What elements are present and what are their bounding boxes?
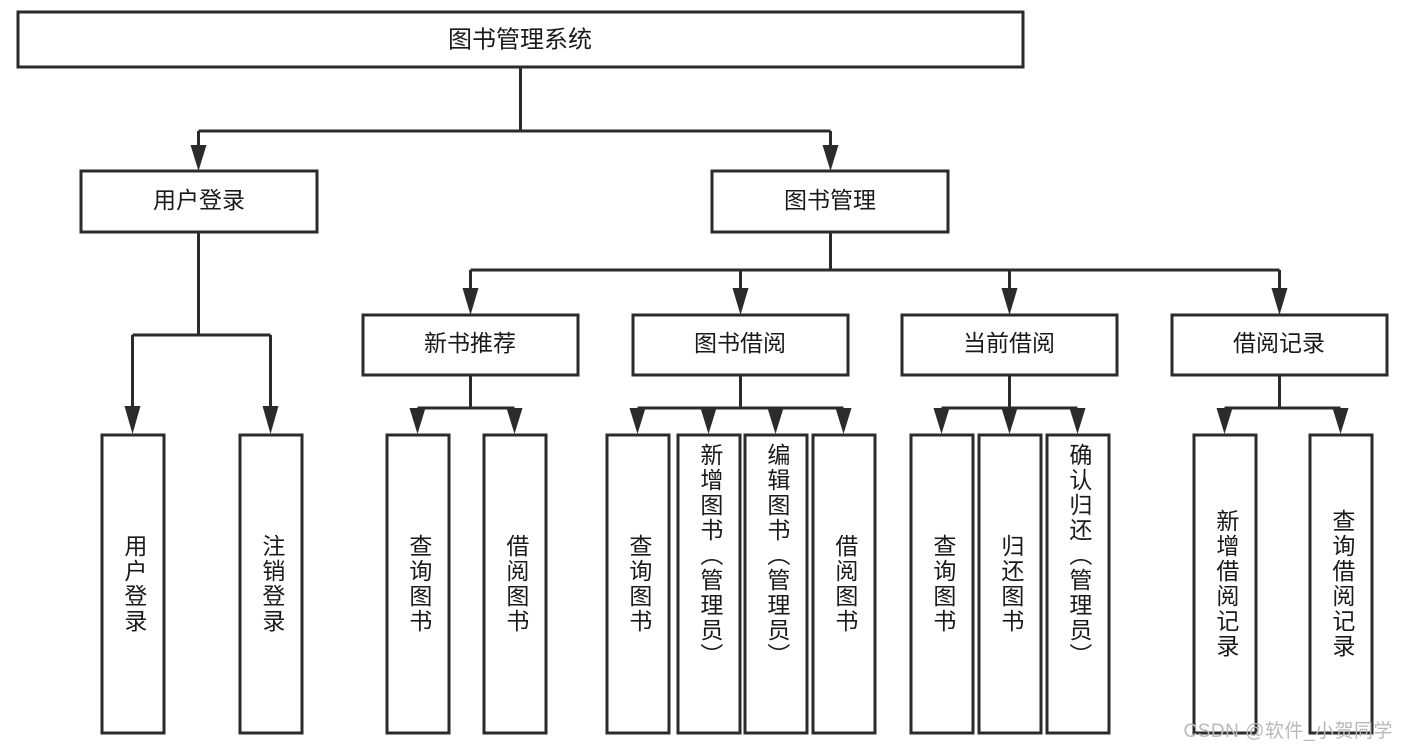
node-leaf-query-book-cur-box[interactable] [909, 433, 975, 735]
node-current-borrow[interactable]: 当前借阅 [900, 313, 1119, 377]
node-leaf-query-record-box[interactable] [1308, 433, 1374, 735]
node-leaf-borrow-book-rec-box[interactable] [482, 433, 548, 735]
arrow-head-leaf-borrow-book-rec [506, 408, 523, 434]
node-borrow-record-box[interactable] [1170, 313, 1389, 377]
arrow-head-leaf-query-book-rec [409, 408, 426, 434]
arrow-head-leaf-edit-book [767, 408, 784, 434]
arrow-head-leaf-user-login [124, 406, 141, 434]
arrow-head-leaf-logout [262, 406, 279, 434]
node-book-borrow-label: 图书借阅 [694, 330, 786, 356]
node-user-login[interactable]: 用户登录 [79, 169, 319, 234]
node-book-borrow[interactable]: 图书借阅 [631, 313, 850, 377]
node-leaf-query-book-rec-box[interactable] [385, 433, 451, 735]
node-new-book-recommend-box[interactable] [361, 313, 580, 377]
connector-layer [124, 67, 1349, 434]
arrow-head-book-manage [822, 145, 839, 171]
node-book-borrow-box[interactable] [631, 313, 850, 377]
node-root[interactable]: 图书管理系统 [16, 10, 1025, 69]
arrow-head-leaf-query-book-cur [933, 408, 950, 434]
node-user-login-box[interactable] [79, 169, 319, 234]
watermark-label: CSDN @软件_小贺同学 [1183, 721, 1393, 742]
node-leaf-user-login-box[interactable] [100, 433, 166, 735]
arrow-head-leaf-add-book [700, 408, 717, 434]
arrow-head-current-borrow [1001, 288, 1018, 315]
node-borrow-record-label: 借阅记录 [1233, 330, 1325, 356]
node-root-box[interactable] [16, 10, 1025, 69]
node-book-manage-box[interactable] [710, 169, 950, 234]
node-leaf-add-record-box[interactable] [1192, 433, 1258, 735]
node-book-manage-label: 图书管理 [784, 187, 876, 213]
node-leaf-logout-box[interactable] [238, 433, 304, 735]
node-leaf-return-book-box[interactable] [977, 433, 1043, 735]
node-book-manage[interactable]: 图书管理 [710, 169, 950, 234]
node-leaf-confirm-return-box[interactable] [1045, 433, 1111, 735]
arrow-head-borrow-record [1271, 288, 1288, 315]
arrow-head-leaf-query-record [1332, 408, 1349, 434]
arrow-head-user-login [190, 145, 207, 171]
node-root-label: 图书管理系统 [448, 26, 592, 53]
node-current-borrow-label: 当前借阅 [963, 330, 1055, 356]
arrow-head-leaf-query-book-borrow [629, 408, 646, 434]
node-new-book-recommend[interactable]: 新书推荐 [361, 313, 580, 377]
node-leaf-edit-book-box[interactable] [743, 433, 809, 735]
node-leaf-query-book-borrow-box[interactable] [605, 433, 671, 735]
arrow-head-new-book-recommend [462, 288, 479, 315]
arrow-head-leaf-add-record [1216, 408, 1233, 434]
node-user-login-label: 用户登录 [153, 187, 245, 213]
arrow-head-leaf-confirm-return [1069, 408, 1086, 434]
node-leaf-add-book-box[interactable] [676, 433, 742, 735]
node-current-borrow-box[interactable] [900, 313, 1119, 377]
arrow-head-leaf-return-book [1001, 408, 1018, 434]
arrow-head-leaf-borrow-book [835, 408, 852, 434]
arrow-head-book-borrow [732, 288, 749, 315]
node-borrow-record[interactable]: 借阅记录 [1170, 313, 1389, 377]
node-new-book-recommend-label: 新书推荐 [424, 330, 516, 356]
node-leaf-borrow-book-box[interactable] [811, 433, 877, 735]
